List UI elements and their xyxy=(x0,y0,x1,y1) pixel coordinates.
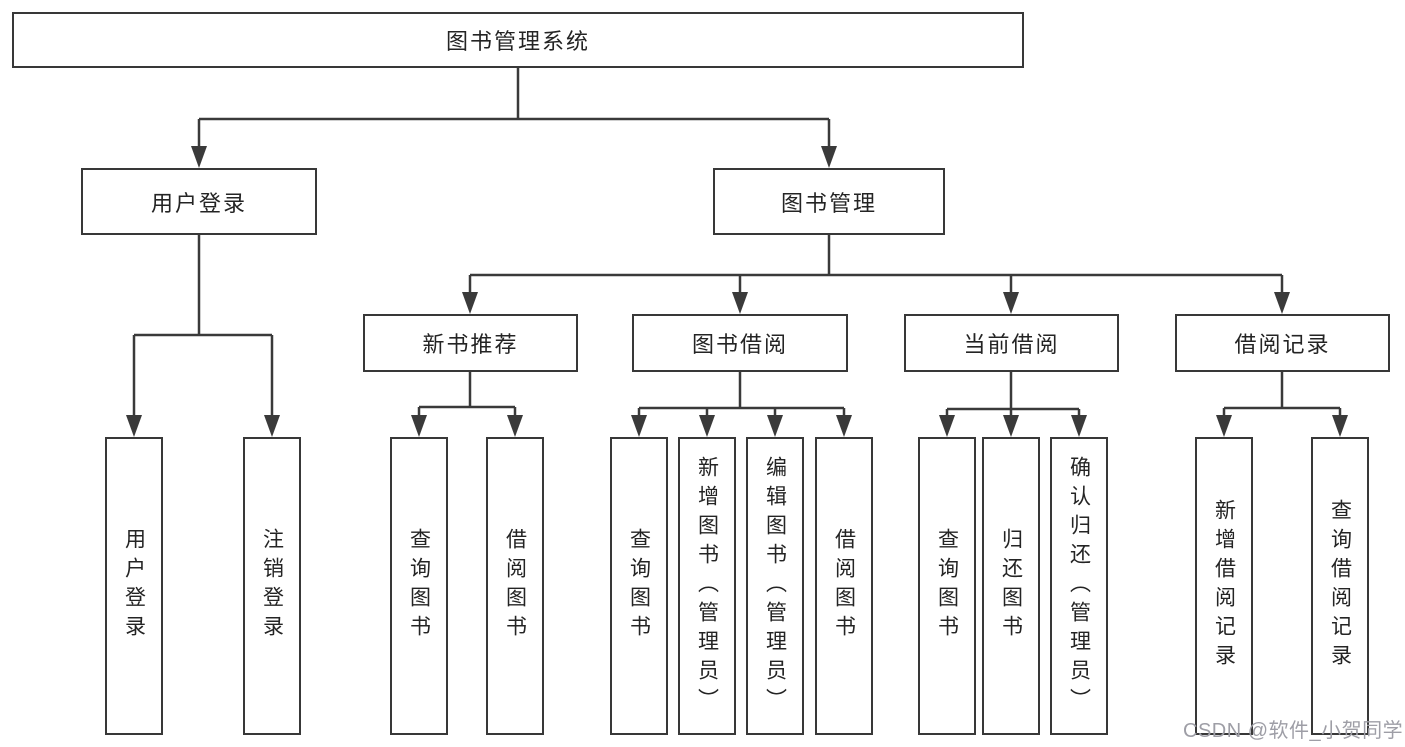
leaf-query-borrow-record: 查询借阅记录 xyxy=(1311,437,1369,735)
leaf-label: 归还图书 xyxy=(999,528,1023,644)
leaf-label: 用户登录 xyxy=(122,528,146,644)
arrow-down-icon xyxy=(1003,292,1019,314)
arrow-down-icon xyxy=(462,292,478,314)
leaf-edit-books-admin: 编辑图书（管理员） xyxy=(746,437,804,735)
leaf-add-books-admin: 新增图书（管理员） xyxy=(678,437,736,735)
connector-root xyxy=(197,68,831,150)
node-library-system: 图书管理系统 xyxy=(12,12,1024,68)
arrow-down-icon xyxy=(1274,292,1290,314)
leaf-label: 借阅图书 xyxy=(503,528,527,644)
arrow-down-icon xyxy=(1216,415,1232,437)
connector-book-management xyxy=(468,235,1284,297)
arrow-down-icon xyxy=(191,146,207,168)
leaf-label: 查询图书 xyxy=(407,528,431,644)
leaf-label: 查询图书 xyxy=(627,528,651,644)
leaf-label: 新增借阅记录 xyxy=(1212,499,1236,673)
arrow-down-icon xyxy=(631,415,647,437)
connector-current-borrowing xyxy=(945,372,1081,419)
arrow-down-icon xyxy=(264,415,280,437)
arrow-down-icon xyxy=(767,415,783,437)
node-book-management: 图书管理 xyxy=(713,168,945,235)
arrow-down-icon xyxy=(411,415,427,437)
node-book-borrowing: 图书借阅 xyxy=(632,314,848,372)
arrow-down-icon xyxy=(507,415,523,437)
node-user-login: 用户登录 xyxy=(81,168,317,235)
leaf-add-borrow-record: 新增借阅记录 xyxy=(1195,437,1253,735)
connector-borrowing-records xyxy=(1222,372,1342,419)
leaf-return-books: 归还图书 xyxy=(982,437,1040,735)
leaf-confirm-return-admin: 确认归还（管理员） xyxy=(1050,437,1108,735)
leaf-logout-login: 注销登录 xyxy=(243,437,301,735)
leaf-label: 查询借阅记录 xyxy=(1328,499,1352,673)
node-new-book-recommend: 新书推荐 xyxy=(363,314,578,372)
connector-book-borrowing xyxy=(637,372,846,419)
arrow-down-icon xyxy=(1071,415,1087,437)
node-borrowing-records: 借阅记录 xyxy=(1175,314,1390,372)
arrow-down-icon xyxy=(1003,415,1019,437)
arrow-down-icon xyxy=(699,415,715,437)
leaf-borrow-books: 借阅图书 xyxy=(815,437,873,735)
leaf-query-books-current: 查询图书 xyxy=(918,437,976,735)
leaf-borrow-books-recommend: 借阅图书 xyxy=(486,437,544,735)
leaf-query-books-borrow: 查询图书 xyxy=(610,437,668,735)
csdn-watermark: CSDN @软件_小贺同学 xyxy=(1183,720,1404,742)
arrow-down-icon xyxy=(821,146,837,168)
arrow-down-icon xyxy=(836,415,852,437)
arrow-down-icon xyxy=(732,292,748,314)
arrow-down-icon xyxy=(126,415,142,437)
leaf-label: 注销登录 xyxy=(260,528,284,644)
leaf-label: 编辑图书（管理员） xyxy=(763,455,787,717)
arrow-down-icon xyxy=(1332,415,1348,437)
leaf-label: 新增图书（管理员） xyxy=(695,455,719,717)
connector-user-login xyxy=(132,235,274,419)
node-current-borrowing: 当前借阅 xyxy=(904,314,1119,372)
leaf-query-books-recommend: 查询图书 xyxy=(390,437,448,735)
leaf-user-login: 用户登录 xyxy=(105,437,163,735)
leaf-label: 借阅图书 xyxy=(832,528,856,644)
leaf-label: 确认归还（管理员） xyxy=(1067,455,1091,717)
leaf-label: 查询图书 xyxy=(935,528,959,644)
connector-new-book-recommend xyxy=(417,372,517,419)
arrow-down-icon xyxy=(939,415,955,437)
